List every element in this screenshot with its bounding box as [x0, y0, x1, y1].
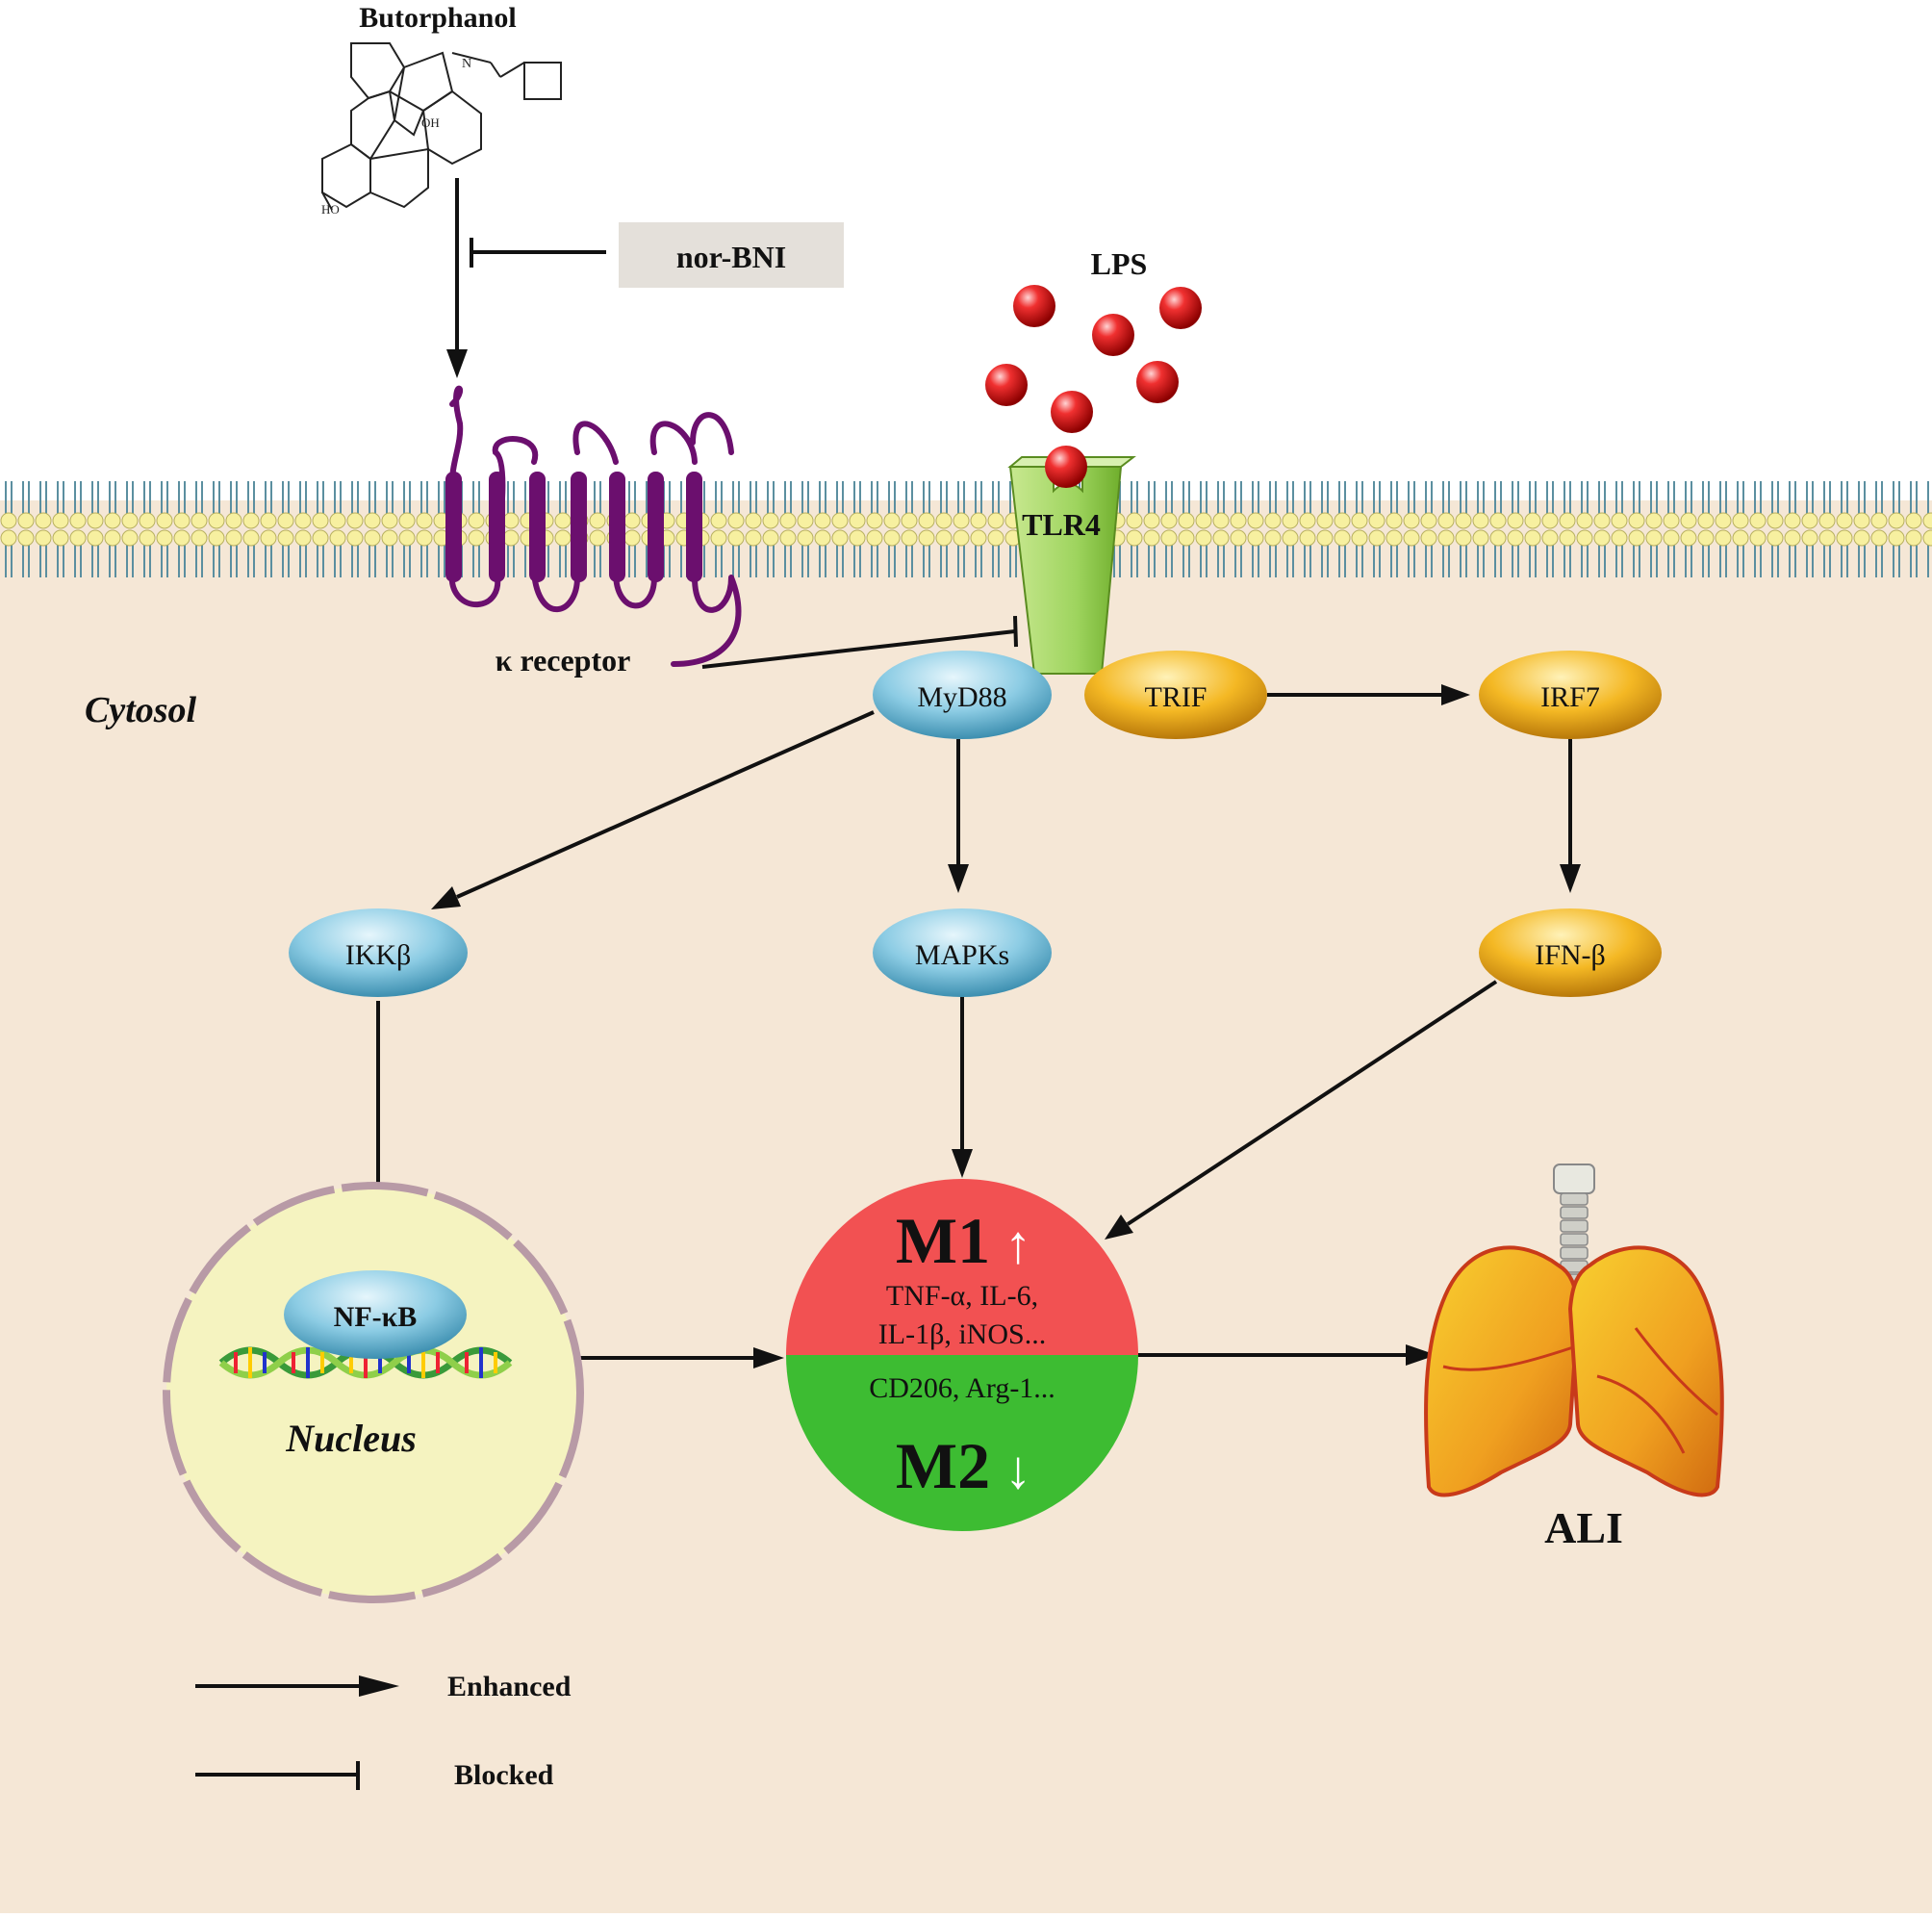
trif-label: TRIF [1144, 681, 1207, 713]
lps-particle [985, 364, 1028, 406]
butorphanol-structure [321, 42, 562, 211]
arrow-trif-to-irf7 [1267, 684, 1470, 705]
node-nfkb: NF-κB [284, 1270, 467, 1359]
nitrogen-label: N [462, 57, 471, 71]
pathway-arrows [368, 684, 1581, 1368]
arrow-myd88-to-ikkb [431, 710, 875, 909]
lps-particles [985, 285, 1202, 433]
lps-particle [1136, 361, 1179, 403]
lps-particle [1092, 314, 1134, 356]
legend-blocked-symbol [195, 1761, 360, 1790]
legend-blocked-label: Blocked [454, 1759, 554, 1791]
kappa-receptor [445, 385, 742, 667]
arrow-macrophage-to-ali [1131, 1344, 1436, 1366]
node-ikkb: IKKβ [289, 908, 468, 997]
inhibition-kappa-to-tlr4 [701, 615, 1018, 669]
m1-up-arrow: ↑ [1004, 1215, 1031, 1275]
m2-down-arrow: ↓ [1004, 1441, 1031, 1500]
nor-bni-box [619, 222, 844, 288]
kappa-receptor-label: κ receptor [496, 643, 631, 678]
m1-label: M1 [896, 1204, 990, 1277]
butorphanol-label: Butorphanol [359, 2, 516, 34]
lungs-icon [1423, 1164, 1724, 1497]
ali-label: ALI [1544, 1503, 1623, 1552]
ikkb-label: IKKβ [345, 939, 412, 971]
cell-membrane [0, 479, 1932, 587]
lps-label: LPS [1091, 246, 1148, 281]
myd88-label: MyD88 [917, 681, 1006, 713]
arrow-ifnb-to-macrophage [1105, 980, 1498, 1240]
extracellular-space [0, 0, 1932, 500]
lps-particle [1159, 287, 1202, 329]
node-mapks: MAPKs [873, 908, 1052, 997]
ifnb-label: IFN-β [1535, 939, 1606, 971]
lps-bound-particle [1045, 446, 1087, 488]
oh-label: OH [421, 115, 440, 130]
m1-markers-line2: IL-1β, iNOS... [878, 1318, 1046, 1350]
lps-particle [1051, 391, 1093, 433]
tlr4-label: TLR4 [1022, 507, 1101, 542]
nucleus-label: Nucleus [285, 1417, 417, 1460]
node-ifnb: IFN-β [1479, 908, 1662, 997]
node-myd88: MyD88 [873, 651, 1052, 739]
mapks-label: MAPKs [915, 939, 1009, 971]
m2-label: M2 [896, 1429, 990, 1502]
m1-markers-line1: TNF-α, IL-6, [886, 1280, 1038, 1312]
ho-label: HO [321, 202, 340, 217]
cytosol-label: Cytosol [85, 690, 197, 730]
legend-enhanced-arrow [195, 1675, 399, 1697]
irf7-label: IRF7 [1540, 681, 1600, 713]
arrow-butorphanol-to-kappa [446, 178, 468, 378]
arrow-myd88-to-mapks [948, 739, 969, 893]
node-trif: TRIF [1084, 651, 1267, 739]
arrow-irf7-to-ifnb [1560, 739, 1581, 893]
nor-bni-label: nor-BNI [676, 240, 786, 274]
legend: Enhanced Blocked [195, 1671, 572, 1791]
nucleus [163, 1182, 584, 1603]
lps-particle [1013, 285, 1055, 327]
arrow-mapks-to-macrophage [952, 996, 973, 1178]
m2-markers: CD206, Arg-1... [869, 1372, 1055, 1404]
nfkb-label: NF-κB [334, 1301, 418, 1333]
node-irf7: IRF7 [1479, 651, 1662, 739]
inhibition-nor-bni [470, 238, 606, 268]
legend-enhanced-label: Enhanced [447, 1671, 572, 1702]
